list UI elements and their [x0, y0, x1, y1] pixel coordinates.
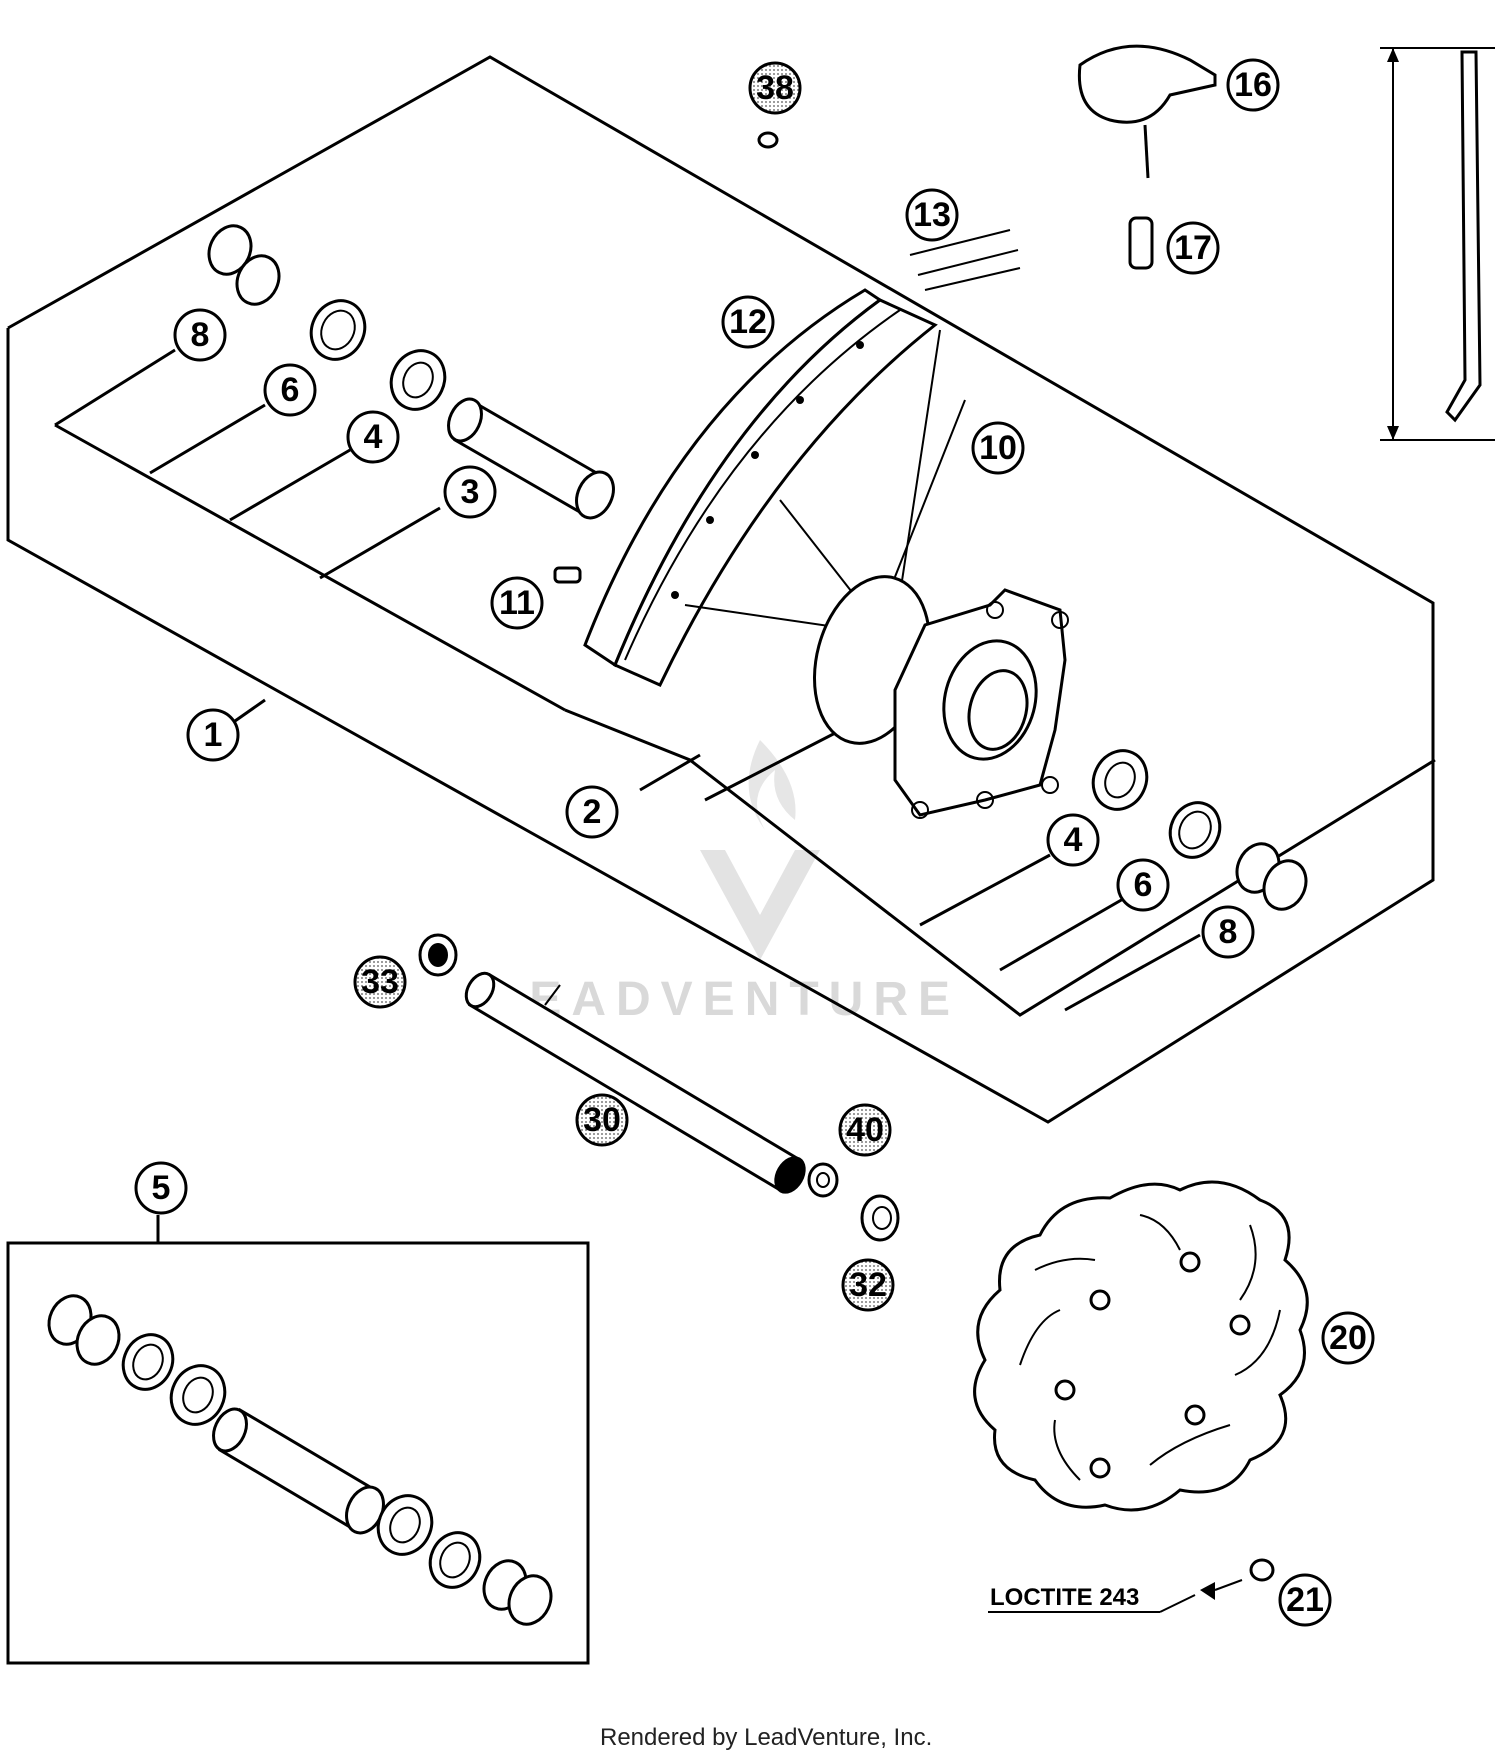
svg-text:5: 5 — [152, 1169, 171, 1207]
svg-text:1: 1 — [204, 716, 223, 754]
bearing-right — [1091, 749, 1149, 811]
spoke-dimension — [1380, 47, 1495, 441]
brake-disc — [973, 1180, 1309, 1512]
svg-text:6: 6 — [1134, 866, 1153, 904]
kit-seal-left — [121, 1333, 175, 1391]
callout-16: 16 — [1226, 58, 1280, 112]
svg-text:6: 6 — [281, 371, 300, 409]
callout-13: 13 — [905, 188, 959, 242]
rim — [583, 288, 938, 687]
callout-12: 12 — [721, 295, 775, 349]
tire-valve — [1077, 44, 1217, 179]
callout-8-right: 8 — [1201, 905, 1255, 959]
callout-21: 21 — [1278, 1573, 1332, 1627]
callout-5: 5 — [134, 1161, 188, 1215]
svg-text:38: 38 — [756, 69, 794, 107]
callout-38: 38 — [748, 61, 802, 115]
callout-2: 2 — [565, 785, 619, 839]
svg-text:21: 21 — [1286, 1581, 1324, 1619]
callout-6-left: 6 — [263, 363, 317, 417]
callout-40: 40 — [838, 1103, 892, 1157]
svg-text:4: 4 — [1064, 821, 1083, 859]
seal-ring-right — [1168, 801, 1222, 859]
valve-nut — [1128, 216, 1154, 270]
kit-bearing-left — [169, 1364, 227, 1426]
hub-spacer-tube — [447, 397, 615, 520]
callout-8-left: 8 — [173, 308, 227, 362]
bearing-left — [389, 349, 447, 411]
spacer-bushing-left — [207, 224, 281, 306]
watermark: LEADVENTURE — [490, 740, 960, 1026]
callout-11: 11 — [490, 576, 544, 630]
screw-38 — [757, 131, 779, 149]
seal-ring-left — [309, 299, 367, 361]
svg-text:40: 40 — [846, 1111, 884, 1149]
kit-spacer-tube — [212, 1407, 385, 1535]
svg-text:8: 8 — [1219, 913, 1238, 951]
kit-seal-right — [428, 1531, 482, 1589]
svg-text:3: 3 — [461, 473, 480, 511]
svg-text:33: 33 — [361, 963, 399, 1001]
callout-6-right: 6 — [1116, 858, 1170, 912]
watermark-text: LEADVENTURE — [490, 973, 960, 1026]
disc-screw — [1200, 1558, 1275, 1600]
bearing-kit-box — [6, 1215, 590, 1665]
svg-text:12: 12 — [729, 303, 767, 341]
svg-text:10: 10 — [979, 429, 1017, 467]
svg-text:2: 2 — [583, 793, 602, 831]
hub — [812, 575, 1069, 819]
axle-clamp-32 — [860, 1194, 900, 1242]
spoke-nipple — [553, 566, 582, 584]
svg-text:20: 20 — [1329, 1319, 1367, 1357]
kit-bearing-right — [376, 1494, 434, 1556]
svg-text:16: 16 — [1234, 66, 1272, 104]
axle-nut-33 — [418, 933, 458, 977]
footer-credit: Rendered by LeadVenture, Inc. — [600, 1724, 932, 1751]
kit-bushing-left — [47, 1294, 121, 1366]
svg-text:30: 30 — [583, 1101, 621, 1139]
svg-text:13: 13 — [913, 196, 951, 234]
callout-32: 32 — [841, 1258, 895, 1312]
kit-bushing-right — [482, 1559, 553, 1626]
svg-text:32: 32 — [849, 1266, 887, 1304]
callout-4-right: 4 — [1046, 813, 1100, 867]
svg-text:8: 8 — [191, 316, 210, 354]
callout-30: 30 — [575, 1093, 629, 1147]
callout-4-left: 4 — [346, 410, 400, 464]
axle — [464, 971, 806, 1194]
svg-text:4: 4 — [364, 418, 383, 456]
callout-1: 1 — [186, 708, 240, 762]
svg-text:11: 11 — [499, 584, 535, 622]
rim-tape — [909, 229, 1021, 291]
wheel-assembly-outline — [6, 55, 1436, 1124]
loctite-note: LOCTITE 243 — [988, 1584, 1196, 1613]
washer-40 — [807, 1162, 839, 1198]
svg-text:17: 17 — [1174, 229, 1212, 267]
callout-10: 10 — [971, 421, 1025, 475]
spacer-bushing-right — [1235, 842, 1308, 911]
callout-20: 20 — [1321, 1311, 1375, 1365]
callout-17: 17 — [1166, 221, 1220, 275]
callout-3: 3 — [443, 465, 497, 519]
loctite-label: LOCTITE 243 — [990, 1584, 1139, 1611]
callout-33: 33 — [353, 955, 407, 1009]
